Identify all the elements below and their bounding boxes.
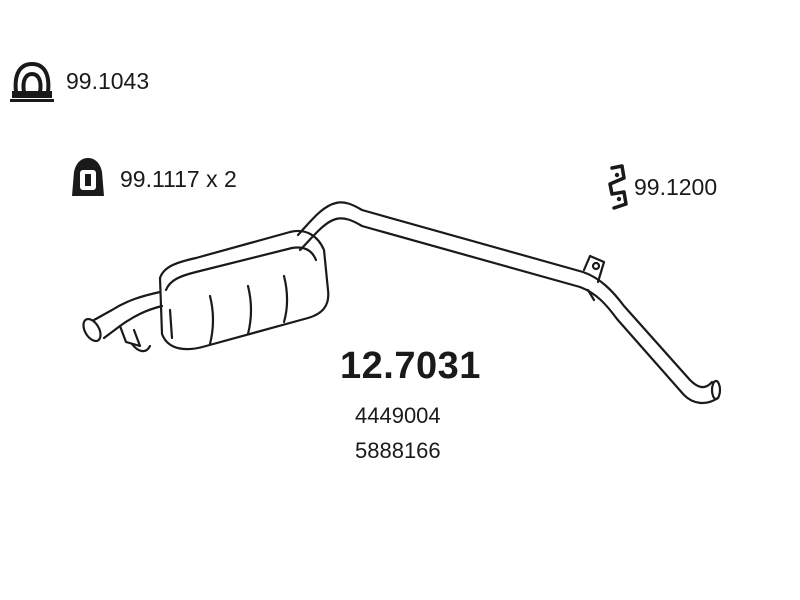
oem-number: 4449004 xyxy=(355,403,441,428)
tail-pipe xyxy=(296,201,722,405)
oem-number: 5888166 xyxy=(355,438,441,463)
hanger-part-label: 99.1117 x 2 xyxy=(120,166,237,192)
pipe-bracket xyxy=(582,254,606,302)
main-part-number: 12.7031 xyxy=(340,345,481,387)
bracket-part-label: 99.1200 xyxy=(634,174,718,200)
clamp-part-label: 99.1043 xyxy=(66,68,150,94)
inlet-pipe xyxy=(82,290,164,353)
muffler xyxy=(158,229,330,351)
